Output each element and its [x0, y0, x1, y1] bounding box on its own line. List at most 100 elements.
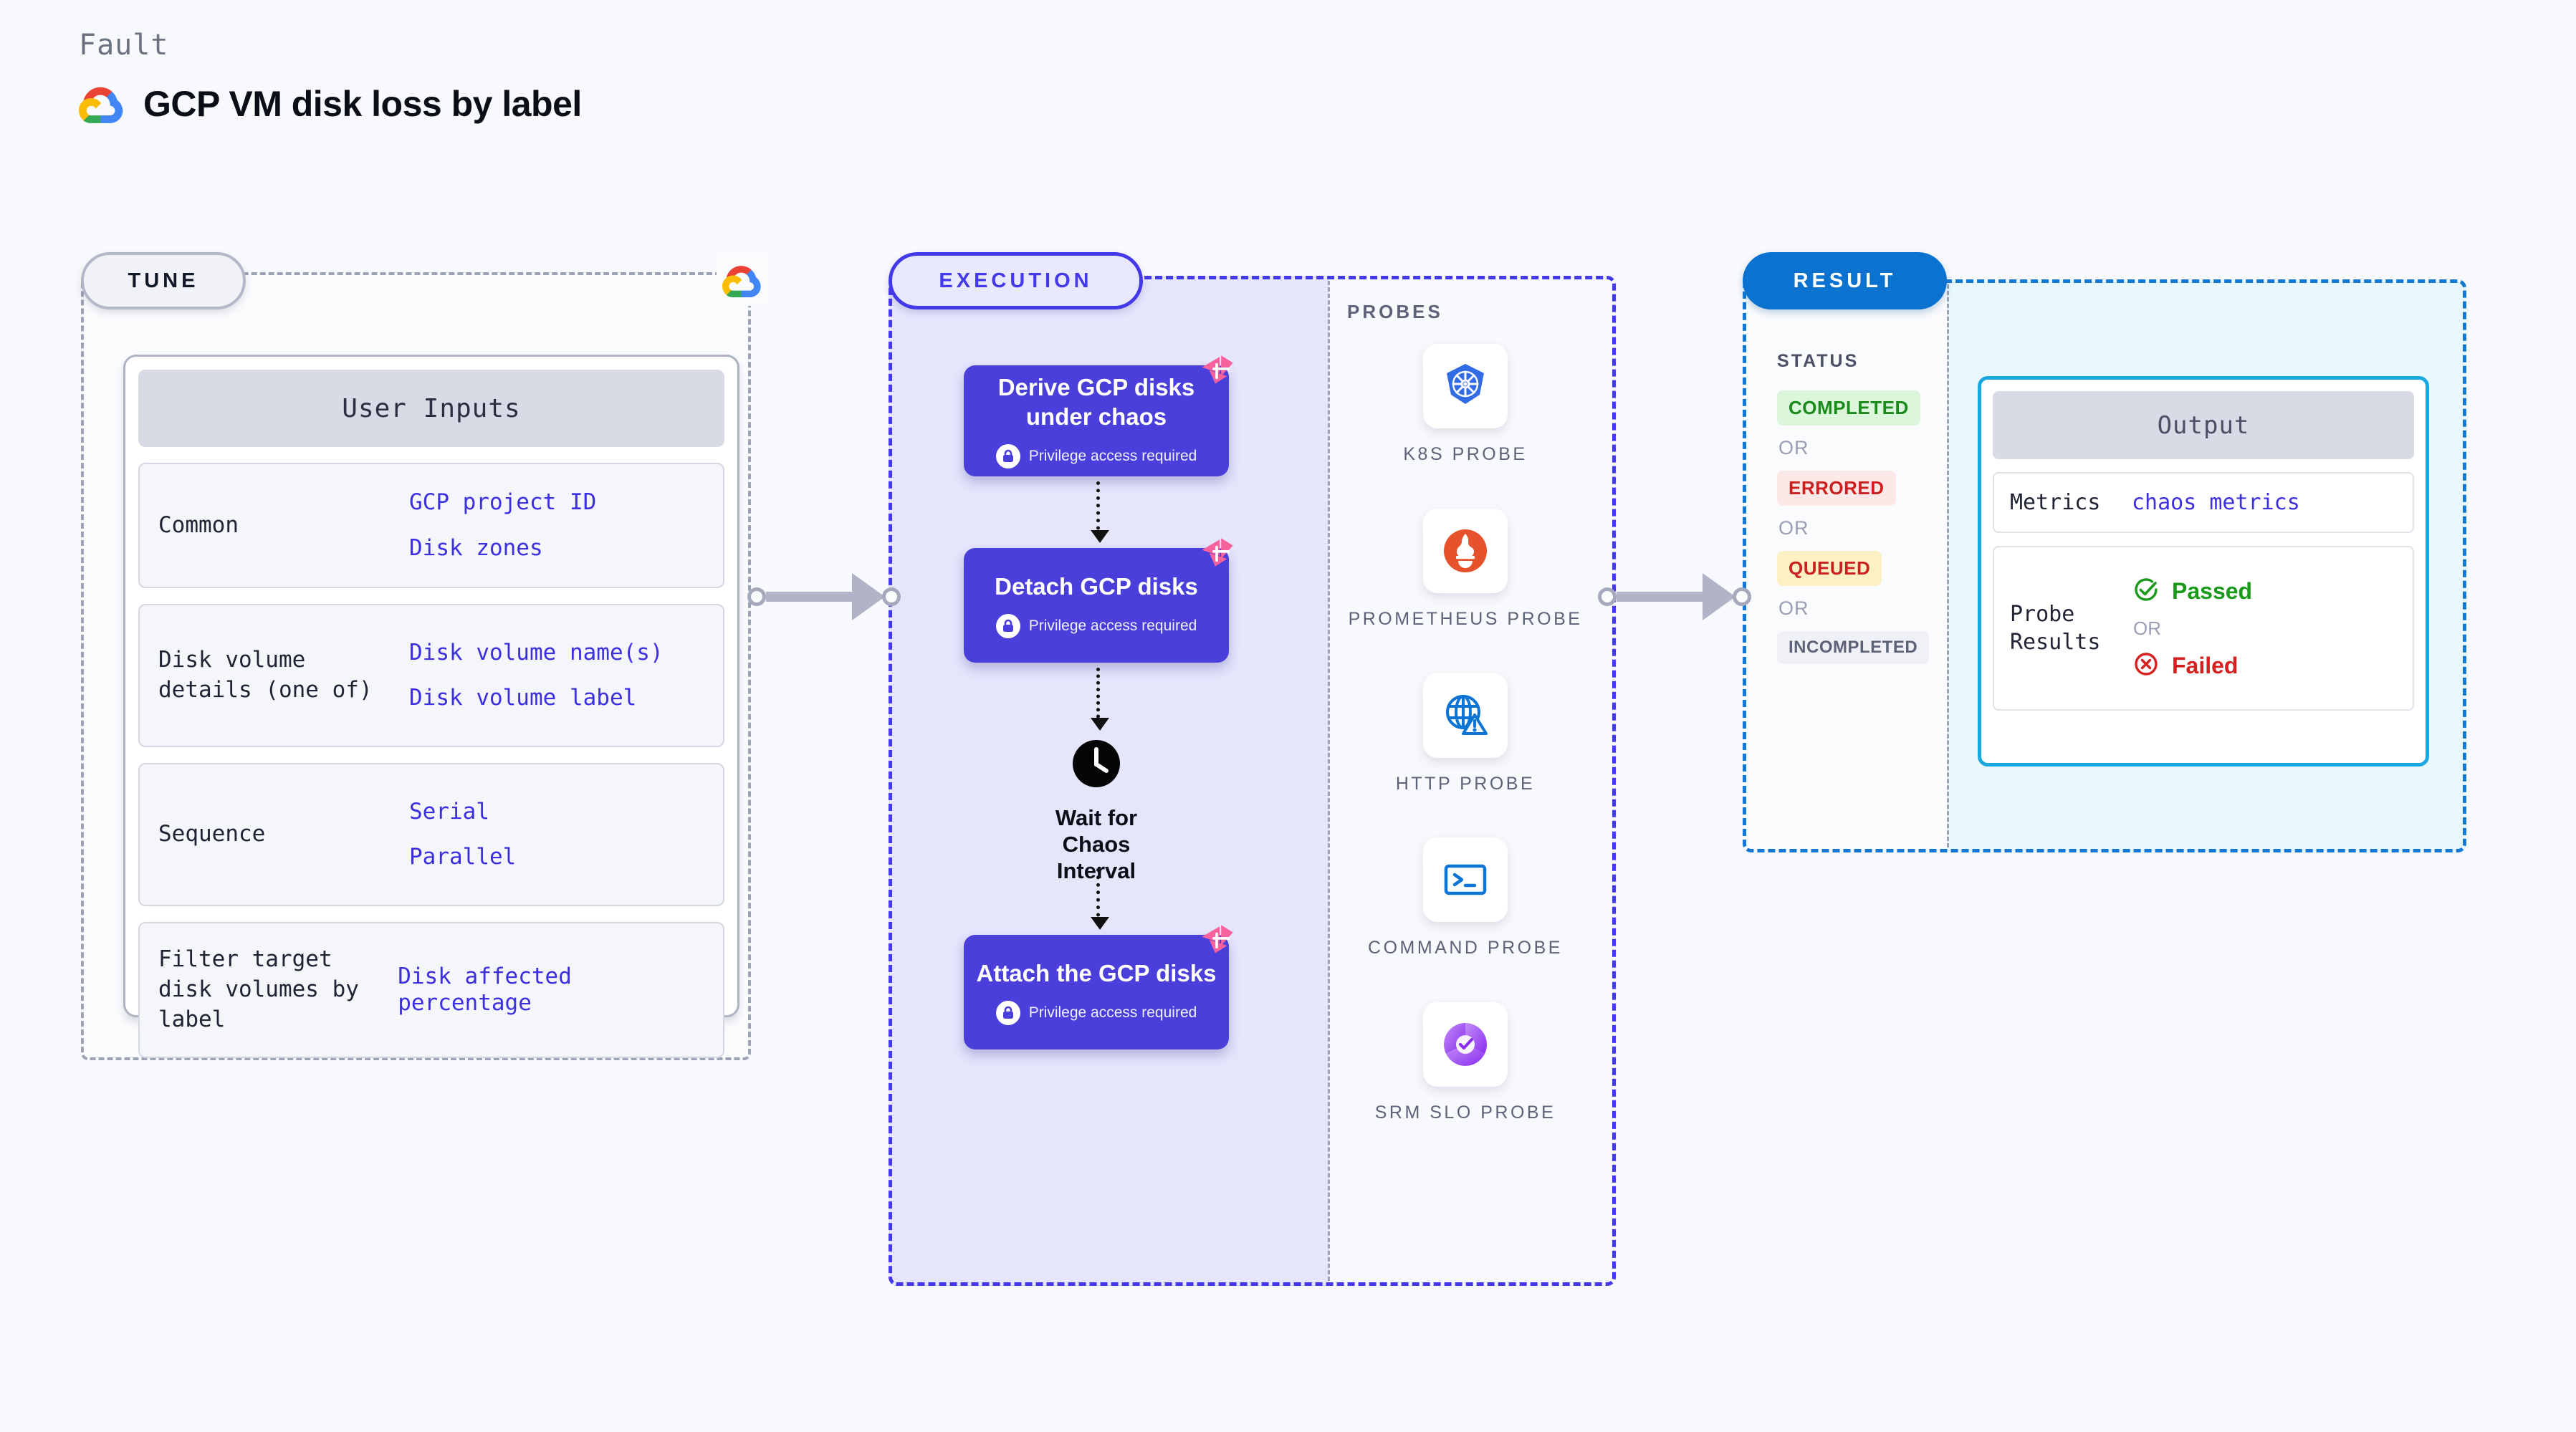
status-section-label: STATUS: [1777, 351, 1859, 371]
probe-name: COMMAND PROBE: [1368, 938, 1563, 958]
row-key: Common: [158, 511, 239, 538]
privilege-note: Privilege access required: [995, 443, 1197, 468]
row-key: Disk volume details (one of): [158, 647, 373, 703]
row-value[interactable]: Disk volume label: [409, 685, 637, 711]
user-input-row-sequence: Sequence Serial Parallel: [138, 763, 724, 906]
status-badge-queued: QUEUED: [1777, 551, 1882, 586]
page-header: Fault GCP VM disk loss by label: [79, 29, 582, 125]
row-key: Probe Results: [2010, 602, 2101, 655]
row-value[interactable]: Serial: [409, 798, 489, 825]
node-title: Derive GCP disks under chaos: [997, 374, 1195, 430]
probe-name: PROMETHEUS PROBE: [1348, 608, 1583, 629]
result-region-pill[interactable]: RESULT: [1743, 252, 1947, 309]
x-circle-icon: [2132, 650, 2160, 682]
execution-node-wait-for-chaos-interval[interactable]: Wait for Chaos Interval: [1021, 738, 1172, 885]
probe-name: SRM SLO PROBE: [1374, 1102, 1556, 1123]
srm-slo-icon: [1423, 1002, 1508, 1087]
clock-icon: [1071, 738, 1122, 793]
lock-icon: [995, 1001, 1020, 1026]
globe-warning-icon: [1423, 673, 1508, 758]
execution-region-pill[interactable]: EXECUTION: [889, 252, 1143, 309]
row-value[interactable]: chaos metrics: [2132, 490, 2300, 515]
tune-region-pill[interactable]: TUNE: [81, 252, 246, 309]
or-label: OR: [1778, 437, 1809, 458]
probe-result-passed-label: Passed: [2172, 577, 2253, 604]
execution-node-detach-gcp-disks[interactable]: Detach GCP disks Privilege access requir…: [964, 538, 1233, 663]
connector-end-dot: [1733, 587, 1751, 606]
gcp-cloud-icon: [717, 254, 768, 306]
connector-start-dot: [747, 587, 766, 606]
status-badge-incompleted: INCOMPLETED: [1777, 631, 1930, 664]
probe-item-http[interactable]: HTTP PROBE: [1347, 673, 1584, 797]
gcp-cloud-icon: [79, 84, 125, 124]
connector-arrowhead: [852, 573, 885, 620]
row-value[interactable]: Disk zones: [409, 534, 543, 561]
node-title: Attach the GCP disks: [976, 959, 1217, 986]
user-input-row-disk-volume-details: Disk volume details (one of) Disk volume…: [138, 604, 724, 747]
output-row-metrics: Metrics chaos metrics: [1993, 472, 2414, 533]
probe-item-command[interactable]: COMMAND PROBE: [1347, 837, 1584, 961]
flow-arrow-wait-to-attach: [1091, 868, 1109, 930]
prometheus-icon: [1423, 508, 1508, 593]
probe-result-failed: Failed: [2132, 650, 2252, 682]
page-title: GCP VM disk loss by label: [143, 84, 582, 124]
or-label: OR: [1778, 517, 1809, 539]
probes-section-label: PROBES: [1347, 301, 1443, 322]
probe-name: K8S PROBE: [1403, 444, 1528, 464]
status-badge-completed: COMPLETED: [1777, 390, 1920, 426]
probe-item-k8s[interactable]: K8S PROBE: [1347, 344, 1584, 467]
connector-end-dot: [882, 587, 901, 606]
row-value[interactable]: Parallel: [409, 844, 517, 870]
user-input-row-common: Common GCP project ID Disk zones: [138, 463, 724, 588]
connector-arrowhead: [1703, 573, 1735, 620]
execution-region: [889, 276, 1616, 1286]
execution-probes-divider: [1328, 281, 1330, 1281]
execution-node-derive-gcp-disks[interactable]: Derive GCP disks under chaos Privilege a…: [964, 355, 1233, 476]
terminal-icon: [1423, 837, 1508, 923]
probes-list: K8S PROBE PROMETHEUS PROBE: [1347, 344, 1584, 1125]
litmus-chaos-icon: [1202, 538, 1233, 567]
probe-item-prometheus[interactable]: PROMETHEUS PROBE: [1347, 508, 1584, 632]
output-card: Output Metrics chaos metrics Probe Resul…: [1978, 376, 2429, 767]
probe-result-passed: Passed: [2132, 575, 2252, 607]
litmus-chaos-icon: [1202, 925, 1233, 953]
privilege-note-text: Privilege access required: [1028, 1004, 1197, 1022]
litmus-chaos-icon: [1202, 355, 1233, 384]
result-status-column: STATUS COMPLETED OR ERRORED OR QUEUED OR…: [1777, 351, 1942, 664]
connector-line: [766, 592, 852, 602]
flow-arrow-detach-to-wait: [1091, 668, 1109, 731]
user-inputs-card: User Inputs Common GCP project ID Disk z…: [123, 355, 739, 1058]
fault-eyebrow-label: Fault: [79, 29, 169, 62]
privilege-note-text: Privilege access required: [1028, 447, 1197, 464]
kubernetes-icon: [1423, 344, 1508, 428]
check-circle-icon: [2132, 575, 2160, 607]
node-title: Detach GCP disks: [995, 572, 1198, 600]
probe-result-failed-label: Failed: [2172, 652, 2239, 678]
privilege-note-text: Privilege access required: [1028, 618, 1197, 635]
execution-node-attach-gcp-disks[interactable]: Attach the GCP disks Privilege access re…: [964, 925, 1233, 1049]
row-value[interactable]: Disk affected percentage: [398, 963, 572, 1016]
privilege-note: Privilege access required: [995, 1001, 1197, 1026]
result-inner-divider: [1947, 284, 1949, 847]
connector-tune-to-execution: [747, 573, 901, 620]
connector-start-dot: [1598, 587, 1617, 606]
lock-icon: [995, 614, 1020, 639]
row-value[interactable]: GCP project ID: [409, 489, 597, 516]
result-region: [1743, 279, 2466, 852]
user-inputs-title: User Inputs: [138, 370, 724, 447]
row-key: Metrics: [2010, 490, 2101, 515]
page-title-row: GCP VM disk loss by label: [79, 83, 582, 125]
probe-name: HTTP PROBE: [1395, 773, 1536, 794]
status-badge-errored: ERRORED: [1777, 471, 1896, 506]
probe-item-srm-slo[interactable]: SRM SLO PROBE: [1347, 1002, 1584, 1125]
or-label: OR: [2133, 617, 2161, 639]
user-input-row-filter-target: Filter target disk volumes by label Disk…: [138, 922, 724, 1058]
connector-execution-to-result: [1598, 573, 1751, 620]
connector-line: [1617, 592, 1703, 602]
row-value[interactable]: Disk volume name(s): [409, 639, 664, 665]
row-key: Filter target disk volumes by label: [158, 946, 359, 1032]
privilege-note: Privilege access required: [995, 614, 1197, 639]
output-row-probe-results: Probe Results Passed OR: [1993, 546, 2414, 711]
lock-icon: [995, 443, 1020, 468]
or-label: OR: [1778, 597, 1809, 619]
